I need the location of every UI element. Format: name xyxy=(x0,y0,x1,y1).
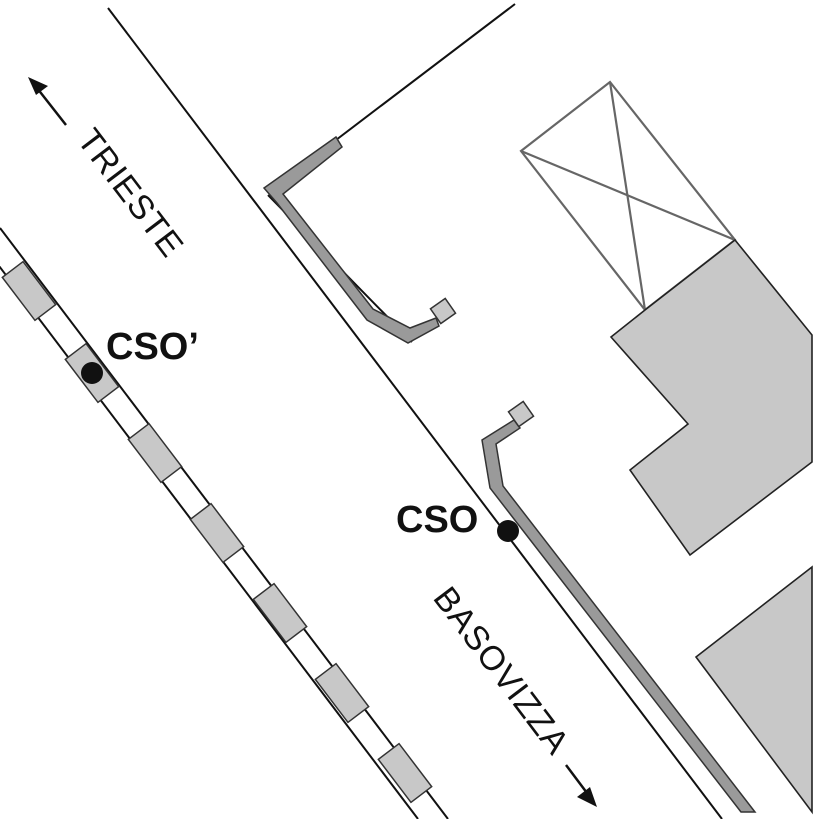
road-edge-left xyxy=(107,7,723,819)
station-label: CSO’ xyxy=(106,326,199,368)
lower-kerb xyxy=(481,400,757,813)
rail-sleeper xyxy=(252,582,308,644)
main-road xyxy=(107,3,723,819)
upper-kerb-strip xyxy=(262,135,440,344)
lower-kerb-end xyxy=(507,400,535,428)
direction-basovizza: BASOVIZZA xyxy=(426,580,597,807)
rail-sleeper xyxy=(377,742,433,804)
building-upper xyxy=(609,238,813,557)
rail-sleeper xyxy=(189,502,245,564)
building-lower xyxy=(694,565,813,815)
rail-sleeper xyxy=(314,662,370,724)
road-edge-right-upper xyxy=(335,3,516,141)
station-dot xyxy=(497,520,519,542)
direction-label: BASOVIZZA xyxy=(426,580,577,762)
crossed-area-diagonal xyxy=(608,81,647,311)
station-cso-prime[interactable]: CSO’ xyxy=(81,326,199,384)
rail-sleeper xyxy=(1,260,57,322)
upper-kerb xyxy=(262,135,457,344)
station-dot xyxy=(81,362,103,384)
arrow-head-icon xyxy=(577,787,597,807)
buildings xyxy=(519,80,813,815)
rail-sleeper xyxy=(127,422,183,484)
arrow-up-left xyxy=(36,87,67,126)
station-cso[interactable]: CSO xyxy=(396,499,519,542)
arrow-head-icon xyxy=(28,77,48,95)
direction-label: TRIESTE xyxy=(70,122,191,265)
station-label: CSO xyxy=(396,499,478,541)
lower-kerb-strip xyxy=(481,418,757,813)
direction-trieste: TRIESTE xyxy=(28,77,191,265)
rail-sleepers xyxy=(1,260,433,804)
upper-kerb-end xyxy=(429,297,457,325)
